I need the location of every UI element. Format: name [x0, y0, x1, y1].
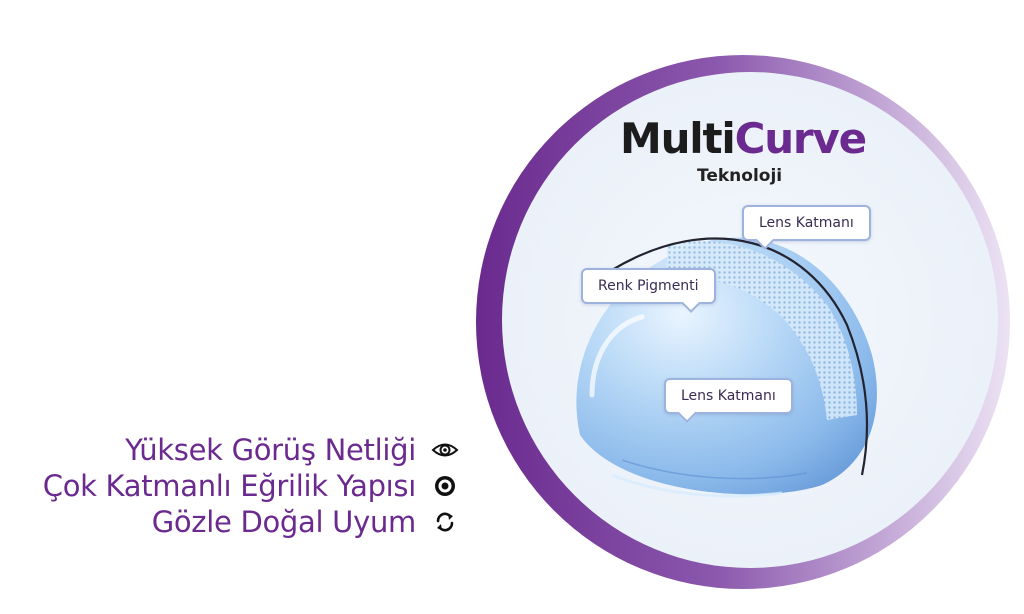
target-icon: [430, 471, 460, 501]
badge-subtitle: Teknoloji: [697, 166, 783, 186]
callout-label: Lens Katmanı: [759, 215, 854, 231]
badge-title: MultiCurve: [620, 114, 868, 163]
feature-list: Yüksek Görüş Netliği Çok Katmanlı Eğrili…: [43, 432, 460, 540]
technology-badge: MultiCurve Teknoloji Lens Katmanı Renk P…: [462, 55, 1024, 590]
eye-icon: [430, 435, 460, 465]
feature-label: Yüksek Görüş Netliği: [125, 433, 416, 467]
callout-label: Renk Pigmenti: [598, 278, 699, 294]
feature-item-natural-fit: Gözle Doğal Uyum: [152, 504, 460, 540]
title-part-multi: Multi: [620, 114, 736, 163]
cycle-arrows-icon: [430, 507, 460, 537]
callout-label: Lens Katmanı: [681, 388, 776, 404]
callout-color-pigment: Renk Pigmenti: [581, 268, 716, 313]
callout-lens-layer-bottom: Lens Katmanı: [664, 378, 793, 423]
feature-label: Çok Katmanlı Eğrilik Yapısı: [42, 469, 417, 503]
feature-label: Gözle Doğal Uyum: [151, 505, 417, 539]
feature-item-vision-clarity: Yüksek Görüş Netliği: [125, 432, 460, 468]
feature-item-multilayer-curve: Çok Katmanlı Eğrilik Yapısı: [43, 468, 460, 504]
callout-lens-layer-top: Lens Katmanı: [742, 205, 871, 250]
title-part-curve: Curve: [734, 114, 868, 163]
